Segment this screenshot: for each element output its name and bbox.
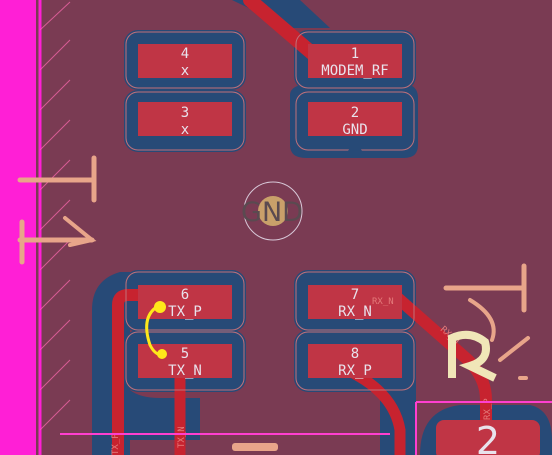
highlight-node-b bbox=[157, 349, 167, 359]
pad-7-net: RX_N bbox=[338, 304, 372, 320]
pad-2-number: 2 bbox=[351, 105, 359, 121]
pad-4-net: x bbox=[181, 63, 189, 79]
pad-1-number: 1 bbox=[351, 46, 359, 62]
silk-bar bbox=[232, 443, 278, 451]
pad-6-number: 6 bbox=[181, 287, 189, 303]
trace-label-tx-n: TX_N bbox=[177, 426, 187, 448]
pads bbox=[138, 44, 540, 455]
silkscreen bbox=[17, 155, 530, 380]
pad-5-net: TX_N bbox=[168, 363, 202, 379]
traces bbox=[112, 0, 492, 455]
keepout-hatch bbox=[39, 1, 71, 431]
pad-7-number: 7 bbox=[351, 287, 359, 303]
pad-3-net: x bbox=[181, 122, 189, 138]
pad-1-net: MODEM_RF bbox=[321, 63, 388, 79]
pad-5-number: 5 bbox=[181, 346, 189, 362]
via-label: GND bbox=[241, 197, 303, 228]
trace-label-rx-p-side: RX_P bbox=[483, 398, 493, 420]
pad-6-net: TX_P bbox=[168, 304, 202, 320]
pad-outlines bbox=[125, 31, 415, 391]
via-outline bbox=[243, 181, 303, 241]
pad-labels: 4 x 1 MODEM_RF 3 x 2 GND 6 TX_P 7 RX_N 5… bbox=[168, 46, 389, 379]
thermal-spoke bbox=[340, 144, 370, 158]
pad-4-number: 4 bbox=[181, 46, 189, 62]
pad-8-number: 8 bbox=[351, 346, 359, 362]
pad-2-net: GND bbox=[342, 122, 367, 138]
trace-label-tx-p: TX_P bbox=[111, 433, 121, 455]
courtyard bbox=[60, 401, 552, 455]
pad-8-net: RX_P bbox=[338, 363, 372, 379]
pad-3-number: 3 bbox=[181, 105, 189, 121]
via-pad[interactable] bbox=[258, 196, 288, 226]
footprint-pad-number: 2 bbox=[476, 419, 500, 455]
board-edge bbox=[0, 0, 36, 455]
highlight-node-a bbox=[154, 301, 166, 313]
refdes-glyph bbox=[448, 330, 497, 382]
trace-label-rx-n-a: RX_N bbox=[372, 297, 394, 307]
